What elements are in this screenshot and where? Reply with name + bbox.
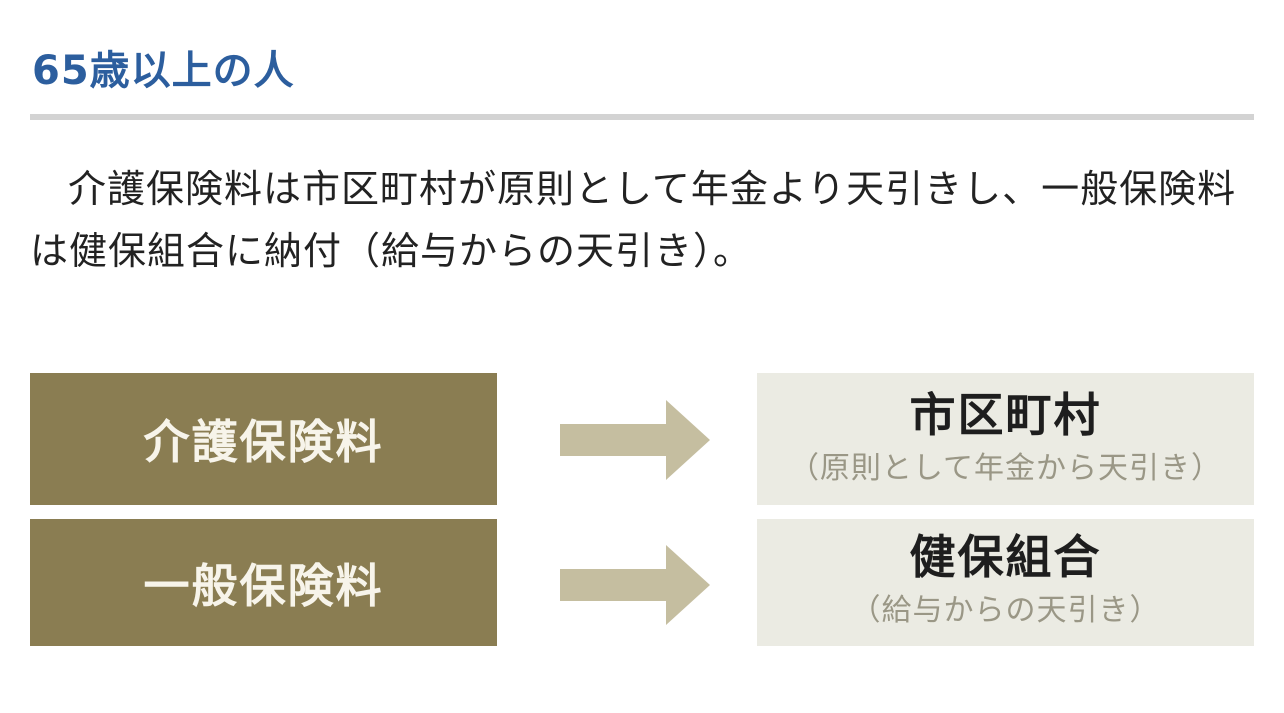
collector-box-municipality: 市区町村 （原則として年金から天引き）: [757, 373, 1254, 505]
collector-label: 健保組合: [909, 530, 1102, 584]
right-arrow-icon: [560, 400, 710, 480]
right-arrow-icon: [560, 545, 710, 625]
section-heading: 65歳以上の人: [32, 48, 295, 94]
premium-label: 介護保険料: [143, 415, 384, 469]
collector-label: 市区町村: [909, 388, 1102, 442]
collector-box-health-insurance-society: 健保組合 （給与からの天引き）: [757, 519, 1254, 646]
description-text: 介護保険料は市区町村が原則として年金より天引きし、一般保険料は健保組合に納付（給…: [30, 167, 1237, 273]
heading-divider: [30, 114, 1254, 120]
premium-box-care: 介護保険料: [30, 373, 497, 505]
premium-label: 一般保険料: [143, 558, 384, 613]
premium-box-general: 一般保険料: [30, 519, 497, 646]
collection-method-label: （原則として年金から天引き）: [788, 451, 1223, 486]
collection-method-label: （給与からの天引き）: [850, 593, 1161, 628]
